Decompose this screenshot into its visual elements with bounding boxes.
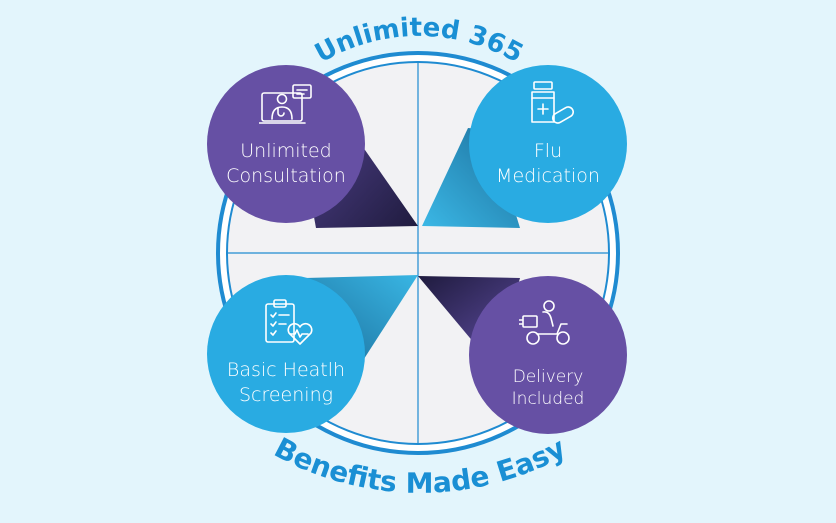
benefit-label-medication: Flu Medication — [496, 140, 600, 187]
doctor-consultation-icon — [258, 83, 315, 134]
benefit-circle-delivery — [469, 276, 627, 434]
benefit-label-delivery: Delivery Included — [511, 367, 585, 410]
medicine-bottle-icon — [526, 80, 576, 135]
health-checklist-icon — [262, 298, 314, 351]
benefit-label-consultation: Unlimited Consultation — [226, 140, 346, 187]
benefit-circle-medication — [469, 65, 627, 223]
benefit-label-screening: Basic Heatlh Screening — [226, 359, 346, 406]
benefit-circle-screening — [207, 275, 365, 433]
delivery-scooter-icon — [518, 298, 575, 353]
benefit-circle-consultation — [207, 65, 365, 223]
